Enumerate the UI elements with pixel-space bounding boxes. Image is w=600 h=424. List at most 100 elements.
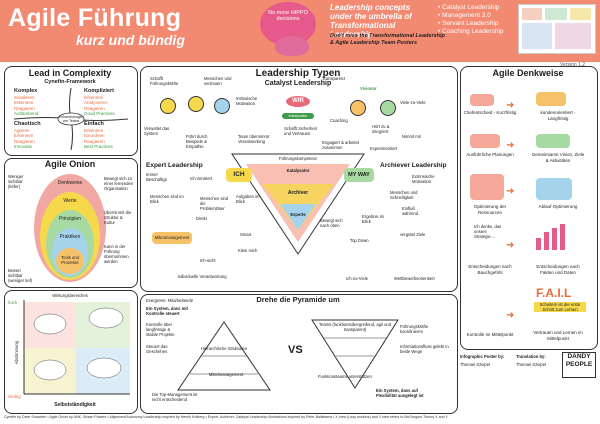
- expert-item: Smart: [240, 232, 252, 237]
- vs-label: VS: [288, 344, 303, 356]
- catalyst-item: Nimmt mit: [402, 134, 421, 139]
- page-subtitle: kurz und bündig: [76, 32, 185, 48]
- concepts-title: Leadership concepts under the umbrella o…: [330, 3, 412, 39]
- archiever-item: Bewegt sich nach oben: [320, 218, 343, 228]
- leadership-types-title: Leadership Typen: [255, 68, 341, 79]
- cynefin-center: Entscheidungen von Teams: [59, 115, 84, 123]
- onion-label-denkweise: Denkweise: [57, 180, 83, 186]
- arrow-icon: ➜: [506, 310, 515, 321]
- mindset-right: kundenorientiert - Langfristig: [540, 110, 576, 121]
- flip-right-title: Teams (funktionsübergreifend, agil und t…: [318, 322, 392, 332]
- chaotisch-title: Chaotisch: [14, 121, 41, 127]
- arrow-icon: ➜: [506, 100, 515, 111]
- onion-label-praktiken: Praktiken: [59, 234, 81, 240]
- einfach-title: Einfach: [84, 121, 104, 127]
- chaotisch-line: Erkennen: [14, 133, 34, 138]
- kompliziert-line: Reagieren: [84, 105, 105, 111]
- autonomy-bottom: Selbstständigkeit: [54, 402, 96, 408]
- einfach-line: Einordnen: [84, 133, 105, 138]
- onion-label-tools: Tools und Prozesse: [61, 255, 79, 265]
- expert-item: Aufgaben im Blick: [236, 194, 260, 204]
- flip-right-text: Informationsfluss gelebt in beide Wege: [400, 344, 449, 354]
- traditional-pyramid: [177, 321, 271, 391]
- author-right: Thomas Szeipel: [516, 362, 547, 367]
- concept-item: Management 3.0: [438, 12, 504, 20]
- komplex-line: Reagieren: [14, 105, 35, 111]
- mindset-right: Entscheidungen nach Fakten und Daten: [536, 264, 580, 275]
- ich-emblem: ICH: [226, 168, 252, 182]
- autonomy-axis: Abstimmung: [14, 340, 20, 365]
- expert-item: Klein mich: [238, 248, 258, 253]
- archiever-item: Menschen und Schnelligkeit: [390, 190, 418, 200]
- mindset-left: Kontrolle im Mittelpunkt: [466, 332, 514, 337]
- catalyst-item: Transparenz: [322, 76, 346, 81]
- pyramid-flip-panel: [140, 294, 458, 414]
- mindset-right: Ablauf-Optimierung: [538, 204, 578, 209]
- catalyst-item: Schafft Sicherheit und Vertrauen: [284, 126, 317, 136]
- onion-title: Agile Onion: [44, 159, 96, 169]
- flip-left-text: Die Top-Management ist nicht entscheiden…: [152, 392, 198, 402]
- expert-item: Ich-sicht: [200, 258, 216, 263]
- expert-item: Mikromanagement: [152, 232, 192, 244]
- pyramid-label-kompetenz: Führungskompetenz: [278, 156, 318, 161]
- mindset-doubt: Ich denke, das unsere Strategie ...: [474, 224, 502, 239]
- pyramid-label-katalysator: Katalysator: [286, 168, 310, 173]
- person-icon: [160, 98, 176, 114]
- mindset-right: Gemeinsame Vision, Ziele & Aktivitäten: [531, 152, 585, 163]
- mindset-left: Optimierung der Ressourcen: [473, 204, 507, 215]
- archiever-item: Einfluß während: [402, 206, 419, 216]
- cynefin-kompliziert: Kompliziert Erkennen Analysieren Reagier…: [84, 88, 115, 117]
- autonomy-low: niedrig: [8, 394, 21, 399]
- expert-item: Ich-zentriert: [190, 176, 213, 181]
- kompliziert-line: Erkennen: [84, 94, 104, 100]
- archiever-item: Ergebnis im Blick: [362, 214, 385, 224]
- mindset-right: Vertrauen und Lernen im Mittelpunkt: [533, 330, 583, 341]
- komplex-line: Aufstrebend: [14, 111, 39, 116]
- onion-right-3: Kann in der Führung übernommen werden: [104, 244, 129, 264]
- concepts-list: Catalyst Leadership Management 3.0 Serva…: [438, 4, 504, 36]
- mindset-left: Chefentscheid - Kurzfristig: [463, 110, 517, 115]
- chaotisch-line: Reagieren: [14, 138, 35, 144]
- catalyst-item: Visionär: [360, 86, 377, 91]
- catalyst-item: Team übernimmt Verantwortung: [238, 134, 270, 144]
- cynefin-chaotisch: Chaotisch Agieren Erkennen Reagieren Inn…: [14, 121, 41, 150]
- komplex-line: Sondieren: [14, 94, 35, 100]
- thumb-cell: [570, 8, 591, 20]
- catalyst-item: Viele-zu-Viele: [400, 100, 426, 105]
- fail-subtitle: Scheitern ist der erste Schritt zum Lern…: [534, 302, 586, 312]
- concept-item: Catalyst Leadership: [438, 4, 504, 12]
- concept-item: Servant Leadership: [438, 20, 504, 28]
- thumb-cell: [545, 8, 567, 20]
- catalyst-title: Catalyst Leadership: [264, 80, 332, 87]
- komplex-line: Erkennen: [14, 100, 34, 105]
- archiever-item: Top Down: [350, 238, 369, 243]
- kompliziert-title: Kompliziert: [84, 88, 114, 94]
- onion-left-bottom: Besser sichtbar (weniger tief): [8, 268, 33, 283]
- mindset-left: Entscheidungen nach Bauchgefühl: [468, 264, 512, 275]
- catalyst-item: Schafft Führungskräfte: [150, 76, 179, 86]
- flip-right-text: Ein System, dass auf Flexibilität ausgel…: [376, 388, 424, 398]
- lead-in-complexity-panel: [4, 66, 138, 156]
- mindset-data-chart: [536, 224, 565, 250]
- expert-item: Individuelle Verantwortung: [177, 274, 227, 279]
- author-left: Thomas Szeipel: [460, 362, 491, 367]
- arrow-icon: ➜: [506, 240, 515, 251]
- archiever-title: Archiever Leadership: [380, 162, 447, 169]
- catalyst-item: Experimentiert: [370, 146, 397, 151]
- arrow-icon: ➜: [506, 186, 515, 197]
- onion-left-top: Weniger sichtbar (tiefer): [8, 174, 24, 189]
- onion-label-prinzipien: Prinzipien: [59, 216, 81, 222]
- cynefin-einfach: Einfach Erkennen Einordnen Reagieren Bes…: [84, 121, 113, 150]
- concepts-note: Don't miss the Transformational Leadersh…: [330, 33, 445, 46]
- mindset-right-icon: [536, 134, 570, 148]
- fail-label: F.A.I.L: [536, 286, 572, 300]
- autonomy-chart: [23, 300, 130, 395]
- onion-right-2: Übernimmt die Struktur & Kultur: [104, 210, 132, 225]
- mindset-left: Ausführliche Planungen: [466, 152, 514, 157]
- version-label: Version 1.2: [560, 62, 586, 68]
- arrow-icon: ➜: [506, 140, 515, 151]
- katalysator-emblem: Katalysator: [282, 113, 314, 119]
- pyramid-label-archiver: Archiver: [287, 190, 309, 196]
- onion-label-werte: Werte: [63, 198, 77, 204]
- einfach-line: Erkennen: [84, 127, 104, 133]
